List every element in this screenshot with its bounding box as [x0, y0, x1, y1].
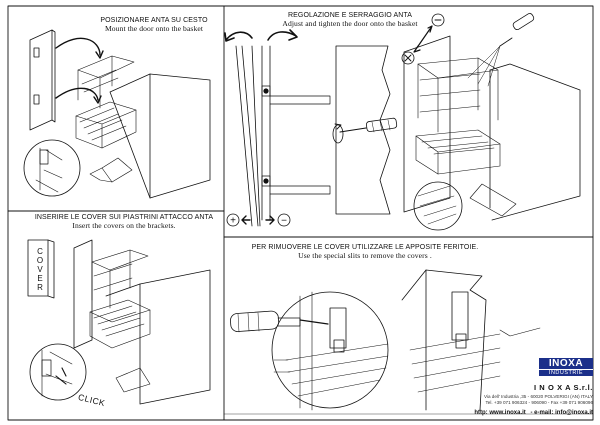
remove-caption: PER RIMUOVERE LE COVER UTILIZZARE LE APP… — [250, 244, 480, 260]
panel-remove-drawing — [230, 269, 541, 411]
company-name: I N O X A S.r.l. — [533, 383, 593, 392]
mount-caption: POSIZIONARE ANTA SU CESTO Mount the door… — [74, 17, 234, 33]
minus-symbol: − — [281, 216, 287, 227]
covers-title-it: INSERIRE LE COVER SUI PIASTRINI ATTACCO … — [34, 214, 214, 221]
cover-letter: V — [37, 265, 43, 274]
logo-subtitle: INDUSTRIE — [539, 369, 593, 376]
covers-title-en: Insert the covers on the brackets. — [72, 221, 176, 230]
mount-title-en: Mount the door onto the basket — [104, 24, 204, 33]
remove-title-it: PER RIMUOVERE LE COVER UTILIZZARE LE APP… — [251, 244, 479, 251]
minus-icon — [431, 13, 445, 27]
cover-letter: C — [37, 247, 43, 256]
company-contacts: http: www.inoxa.it - e-mail: info@inoxa.… — [450, 410, 593, 416]
cover-letter: R — [37, 283, 43, 292]
manufacturer-block: INOXA INDUSTRIE I N O X A S.r.l. Via del… — [450, 358, 595, 423]
covers-caption: INSERIRE LE COVER SUI PIASTRINI ATTACCO … — [34, 214, 214, 230]
panel-covers-drawing — [27, 239, 211, 405]
company-address: Via dell' Industria ,35 - 60020 POLVERIG… — [483, 394, 593, 399]
email-link[interactable]: - e-mail: info@inoxa.it — [530, 410, 593, 416]
panel-adjust-drawing: + − — [224, 13, 581, 231]
remove-title-en: Use the special slits to remove the cove… — [298, 251, 432, 260]
adjust-title-it: REGOLAZIONE E SERRAGGIO ANTA — [287, 12, 413, 19]
magnifier-circle-icon — [271, 291, 389, 409]
screwdriver-icon — [339, 117, 398, 133]
cover-letter: O — [36, 256, 44, 265]
cover-letter: E — [37, 274, 43, 283]
adjust-title-en: Adjust and tighten the door onto the bas… — [282, 19, 418, 28]
sheet-frame — [7, 5, 594, 421]
screwdriver-icon — [230, 310, 329, 333]
company-phone: Tel. +39 071 906324 - 906090 - Fax +39 0… — [485, 400, 593, 405]
website-link[interactable]: http: www.inoxa.it — [474, 410, 526, 416]
plus-icon — [226, 213, 240, 227]
magnifier-circle-icon — [29, 343, 87, 401]
plus-symbol: + — [230, 216, 236, 227]
plus-icon — [401, 51, 415, 65]
mount-title-it: POSIZIONARE ANTA SU CESTO — [100, 17, 208, 24]
inoxa-logo: INOXA INDUSTRIE — [539, 358, 593, 376]
logo-word: INOXA — [539, 358, 593, 369]
panel-mount-drawing — [23, 29, 211, 199]
adjust-caption: REGOLAZIONE E SERRAGGIO ANTA Adjust and … — [250, 12, 450, 28]
minus-icon — [277, 213, 291, 227]
magnifier-circle-icon — [413, 181, 463, 231]
magnifier-circle-icon — [23, 139, 81, 197]
rotation-icon — [332, 124, 344, 144]
